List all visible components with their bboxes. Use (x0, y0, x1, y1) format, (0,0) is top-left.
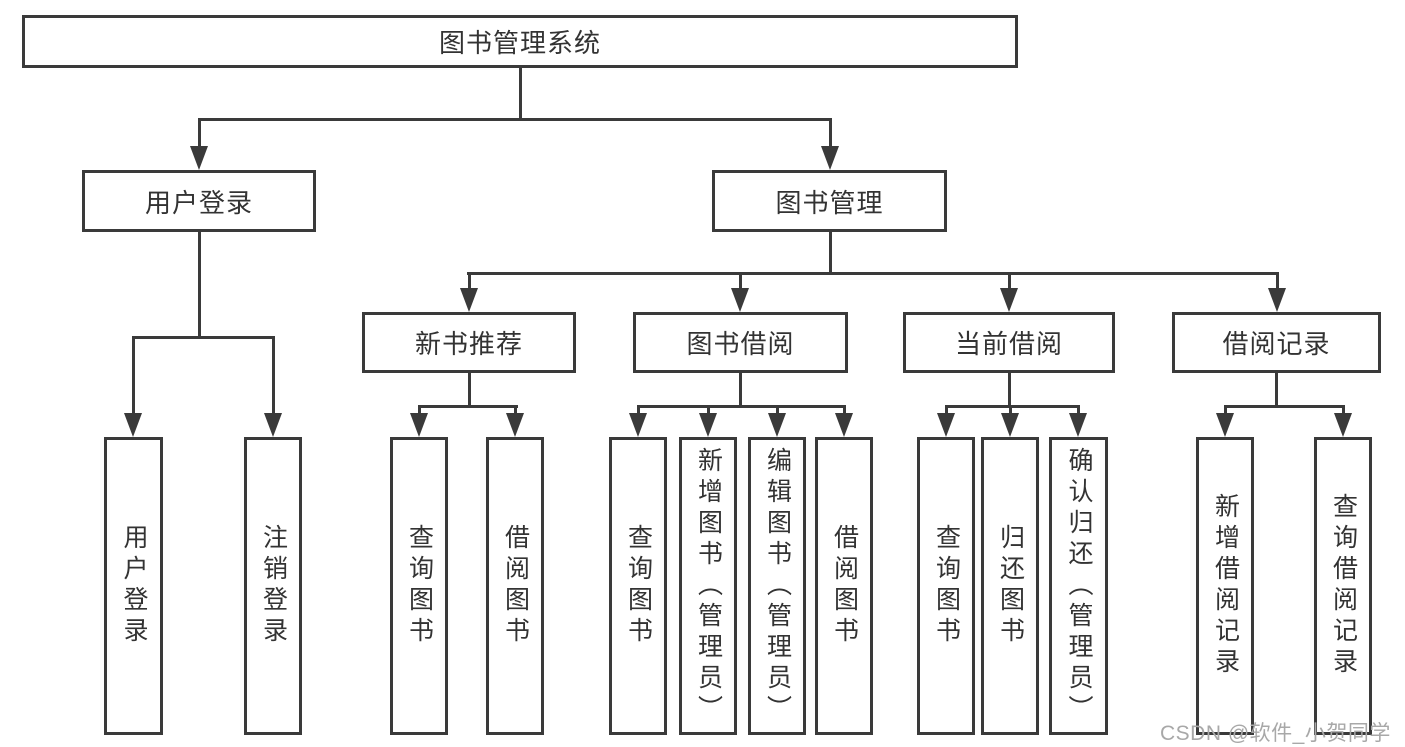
connector-leg-br-add (1224, 405, 1227, 417)
node-current-borrow: 当前借阅 (903, 312, 1115, 373)
connector-leg-br-query (1342, 405, 1345, 417)
arrowhead-nb-borrow (506, 413, 524, 437)
leaf-label: 查询借阅记录 (1329, 493, 1358, 679)
connector-book-management-trunk (829, 232, 832, 275)
leaf-bb-query-books: 查询图书 (609, 437, 667, 735)
arrowhead-book-management (821, 146, 839, 170)
leaf-cb-return-books: 归还图书 (981, 437, 1039, 735)
arrowhead-cb-confirm (1069, 413, 1087, 437)
node-book-management: 图书管理 (712, 170, 947, 232)
arrowhead-current-borrow (1000, 288, 1018, 312)
arrowhead-bb-add (699, 413, 717, 437)
arrowhead-br-query (1334, 413, 1352, 437)
connector-leg-cb-confirm (1077, 405, 1080, 417)
node-user-login: 用户登录 (82, 170, 316, 232)
connector-root-trunk (519, 66, 522, 120)
arrowhead-bb-query (629, 413, 647, 437)
leaf-label: 查询图书 (405, 524, 434, 648)
arrowhead-user-login (190, 146, 208, 170)
connector-leg-user-login (198, 118, 201, 152)
arrowhead-cb-return (1001, 413, 1019, 437)
node-borrow-records: 借阅记录 (1172, 312, 1381, 373)
node-root: 图书管理系统 (22, 15, 1018, 68)
leaf-label: 查询图书 (932, 524, 961, 648)
arrowhead-book-borrow (731, 288, 749, 312)
connector-user-login-distributor (132, 336, 275, 339)
node-new-book-recommend: 新书推荐 (362, 312, 576, 373)
arrowhead-br-add (1216, 413, 1234, 437)
connector-current-borrow-trunk (1008, 373, 1011, 408)
arrowhead-login-leaf (124, 413, 142, 437)
csdn-watermark: CSDN @软件_小贺同学 (1160, 722, 1391, 745)
connector-book-borrow-trunk (739, 373, 742, 408)
arrowhead-new-book (460, 288, 478, 312)
connector-level3-distributor (467, 272, 1279, 275)
leaf-label: 新增借阅记录 (1211, 493, 1240, 679)
connector-current-borrow-distributor (945, 405, 1080, 408)
connector-new-book-distributor (418, 405, 518, 408)
leaf-label: 查询图书 (624, 524, 653, 648)
connector-leg-cb-return (1009, 405, 1012, 417)
connector-leg-book-management (829, 118, 832, 152)
connector-leg-bb-query (637, 405, 640, 417)
leaf-label: 注销登录 (259, 524, 288, 648)
connector-borrow-records-trunk (1275, 373, 1278, 408)
leaf-cb-confirm-return-admin: 确认归还（管理员） (1049, 437, 1108, 735)
connector-leg-nb-borrow (514, 405, 517, 417)
leaf-nb-query-books: 查询图书 (390, 437, 448, 735)
connector-book-borrow-distributor (637, 405, 846, 408)
connector-leg-logout-leaf (272, 336, 275, 416)
connector-leg-bb-edit (776, 405, 779, 417)
leaf-label: 确认归还（管理员） (1065, 446, 1093, 726)
connector-leg-current-borrow (1008, 272, 1011, 292)
leaf-br-query-record: 查询借阅记录 (1314, 437, 1372, 735)
leaf-user-login: 用户登录 (104, 437, 163, 735)
connector-level2-distributor (198, 118, 832, 121)
leaf-label: 借阅图书 (830, 524, 859, 648)
connector-leg-book-borrow (739, 272, 742, 292)
leaf-label: 新增图书（管理员） (694, 446, 723, 726)
connector-leg-bb-add (707, 405, 710, 417)
leaf-bb-edit-books-admin: 编辑图书（管理员） (748, 437, 806, 735)
leaf-label: 归还图书 (996, 524, 1025, 648)
leaf-nb-borrow-books: 借阅图书 (486, 437, 544, 735)
leaf-cb-query-books: 查询图书 (917, 437, 975, 735)
arrowhead-borrow-records (1268, 288, 1286, 312)
connector-leg-new-book (468, 272, 471, 292)
arrowhead-nb-query (410, 413, 428, 437)
connector-leg-cb-query (945, 405, 948, 417)
connector-user-login-trunk (198, 232, 201, 339)
leaf-br-add-record: 新增借阅记录 (1196, 437, 1254, 735)
connector-new-book-trunk (468, 373, 471, 408)
arrowhead-logout-leaf (264, 413, 282, 437)
leaf-bb-add-books-admin: 新增图书（管理员） (679, 437, 737, 735)
leaf-bb-borrow-books: 借阅图书 (815, 437, 873, 735)
node-book-borrow: 图书借阅 (633, 312, 848, 373)
arrowhead-bb-edit (768, 413, 786, 437)
arrowhead-bb-borrow (835, 413, 853, 437)
connector-borrow-records-distributor (1224, 405, 1345, 408)
connector-leg-login-leaf (132, 336, 135, 416)
leaf-logout: 注销登录 (244, 437, 302, 735)
connector-leg-bb-borrow (843, 405, 846, 417)
connector-leg-borrow-records (1276, 272, 1279, 292)
leaf-label: 编辑图书（管理员） (763, 446, 792, 726)
connector-leg-nb-query (418, 405, 421, 417)
arrowhead-cb-query (937, 413, 955, 437)
leaf-label: 借阅图书 (501, 524, 530, 648)
leaf-label: 用户登录 (120, 524, 148, 648)
